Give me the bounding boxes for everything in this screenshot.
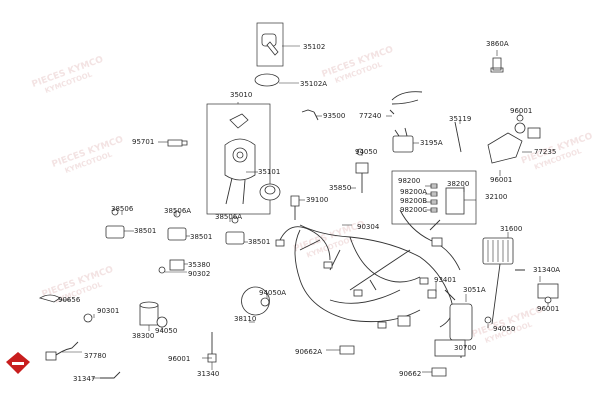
part-label: 35102A bbox=[300, 80, 328, 88]
bolt-part-90301 bbox=[83, 313, 93, 323]
relay-set-98200 bbox=[430, 183, 465, 215]
bracket-part-35380 bbox=[169, 259, 185, 271]
part-label: 38501 bbox=[134, 227, 157, 235]
part-label: 96001 bbox=[510, 107, 533, 115]
clamp-part-90662 bbox=[431, 367, 447, 377]
part-label: 37780 bbox=[84, 352, 107, 360]
part-label: 94050A bbox=[259, 289, 287, 297]
connector-part-3860a bbox=[490, 57, 504, 73]
part-label: 35380 bbox=[188, 261, 211, 269]
part-label: 77235 bbox=[534, 148, 557, 156]
part-label: 38501 bbox=[248, 238, 271, 246]
part-label: 31347 bbox=[73, 375, 96, 383]
horn-bracket-top bbox=[139, 301, 159, 309]
relay-wire bbox=[394, 127, 408, 137]
horn-part-38110 bbox=[241, 286, 270, 316]
cable-part-35119 bbox=[454, 121, 462, 153]
part-label: 38506 bbox=[111, 205, 134, 213]
part-label: 35850 bbox=[329, 184, 352, 192]
key-cover-part bbox=[254, 73, 280, 87]
part-label: 35102 bbox=[303, 43, 326, 51]
nut-part-94050-mid bbox=[356, 148, 364, 156]
part-label: 98200C bbox=[400, 206, 428, 214]
nut-part-94050-right bbox=[484, 316, 492, 324]
regulator-part-31600 bbox=[482, 237, 514, 265]
kymco-red-logo-icon bbox=[6, 352, 30, 374]
part-label: 39100 bbox=[306, 196, 329, 204]
part-label: 35010 bbox=[230, 91, 253, 99]
part-label: 96001 bbox=[168, 355, 191, 363]
part-label: 90656 bbox=[58, 296, 81, 304]
nut-part-94050 bbox=[156, 316, 168, 328]
bolt-part-90302 bbox=[158, 266, 166, 274]
part-label: 35101 bbox=[258, 168, 281, 176]
main-wire-harness-part bbox=[275, 209, 461, 329]
ignition-switch-part bbox=[224, 113, 256, 205]
part-label: 94050 bbox=[493, 325, 516, 333]
connector-part-35850 bbox=[355, 162, 369, 174]
leader-lines bbox=[60, 45, 549, 379]
part-label: 93500 bbox=[323, 112, 346, 120]
bracket-part-77235 bbox=[487, 122, 541, 164]
part-label: 94050 bbox=[155, 327, 178, 335]
part-label: 32100 bbox=[485, 193, 508, 201]
part-label: 31340A bbox=[533, 266, 561, 274]
part-label: 95701 bbox=[132, 138, 155, 146]
part-label: 3051A bbox=[463, 286, 486, 294]
part-label: 38110 bbox=[234, 315, 257, 323]
part-label: 31600 bbox=[500, 225, 523, 233]
key-part bbox=[261, 33, 279, 56]
cable-part-31347 bbox=[100, 371, 121, 379]
part-label: 38506A bbox=[164, 207, 192, 215]
part-label: 38200 bbox=[447, 180, 470, 188]
part-label: 90301 bbox=[97, 307, 120, 315]
key-group-box bbox=[256, 22, 284, 67]
bolt-set-38501 bbox=[105, 208, 245, 245]
part-label: 90662 bbox=[399, 370, 422, 378]
bolt-part-94050a bbox=[260, 297, 270, 307]
ignition-switch-group-box bbox=[206, 103, 271, 215]
clamp-part-90662a bbox=[339, 345, 355, 355]
part-label: 96001 bbox=[490, 176, 513, 184]
cable-plug bbox=[45, 351, 57, 361]
sensor-part-31340a bbox=[537, 283, 559, 299]
part-label: 38506A bbox=[215, 213, 243, 221]
part-label: 38501 bbox=[190, 233, 213, 241]
switch-cap-inner bbox=[264, 185, 276, 195]
regulator-wire bbox=[491, 263, 525, 325]
clip-part-90656 bbox=[39, 294, 61, 303]
part-label: 3860A bbox=[486, 40, 509, 48]
part-label: 30700 bbox=[454, 344, 477, 352]
part-label: 90304 bbox=[357, 223, 380, 231]
clip-part-93500 bbox=[301, 109, 319, 121]
bolt-part-95701 bbox=[167, 139, 188, 147]
part-label: 31340 bbox=[197, 370, 220, 378]
relay-part-3195a bbox=[392, 135, 414, 153]
part-label: 98200B bbox=[400, 197, 428, 205]
part-label: 98200A bbox=[400, 188, 428, 196]
part-label: 94050 bbox=[355, 148, 378, 156]
part-label: 35119 bbox=[449, 115, 472, 123]
relay-group-box bbox=[391, 170, 477, 225]
wire-part-77240 bbox=[389, 91, 423, 115]
part-label: 77240 bbox=[359, 112, 382, 120]
part-label: 90662A bbox=[295, 348, 323, 356]
part-label: 93401 bbox=[434, 276, 457, 284]
part-label: 38300 bbox=[132, 332, 155, 340]
part-label: 96001 bbox=[537, 305, 560, 313]
part-label: 3195A bbox=[420, 139, 443, 147]
connector-part-39100 bbox=[290, 195, 300, 207]
part-label: 98200 bbox=[398, 177, 421, 185]
part-label: 90302 bbox=[188, 270, 211, 278]
connector-part-93401 bbox=[427, 289, 437, 299]
